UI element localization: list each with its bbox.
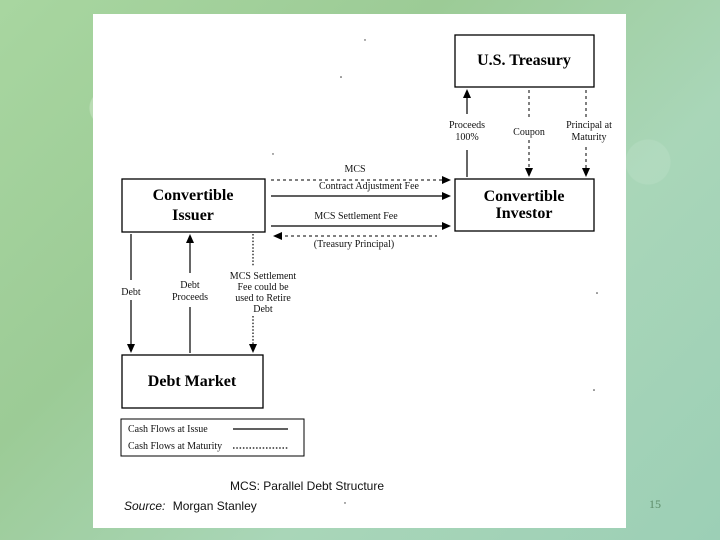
settlement-fee-retire-label-line2: Fee could be [237,282,289,293]
proceeds-label-line2: 100% [455,132,478,143]
mcs-settlement-fee-label: MCS Settlement Fee [314,211,398,222]
debt-market-label: Debt Market [148,373,237,390]
debt-arrow [127,234,135,353]
mcs-arrow [271,176,451,184]
convertible-issuer-label-line1: Convertible [153,187,234,204]
proceeds-arrow [463,89,471,177]
contract-adjustment-fee-arrow [271,192,451,200]
convertible-investor-label-line2: Investor [496,205,553,222]
coupon-label: Coupon [513,127,545,138]
settlement-fee-retire-label-line4: Debt [253,304,273,315]
debt-proceeds-arrow [186,234,194,353]
principal-at-maturity-arrow [582,90,590,177]
mcs-label: MCS [344,164,365,175]
debt-proceeds-label-line2: Proceeds [172,292,208,303]
convertible-issuer-label-line2: Issuer [172,207,214,224]
debt-label: Debt [121,287,141,298]
legend-issue-label: Cash Flows at Issue [128,424,208,435]
settlement-fee-retire-label-line1: MCS Settlement [230,271,297,282]
settlement-fee-retire-arrow [249,234,257,353]
convertible-investor-label-line1: Convertible [484,188,565,205]
convertible-issuer-box [121,178,266,233]
mcs-settlement-fee-arrow [271,222,451,230]
legend-maturity-label: Cash Flows at Maturity [128,441,222,452]
convertible-investor-box [454,178,595,232]
debt-structure-diagram: U.S. Treasury Convertible Issuer Convert… [120,34,612,513]
treasury-principal-label: (Treasury Principal) [314,239,394,250]
us-treasury-box [454,34,595,88]
caption-source: Source: Morgan Stanley [124,499,257,513]
source-value: Morgan Stanley [173,499,257,513]
page-number: 15 [649,497,661,511]
settlement-fee-retire-label-line3: used to Retire [235,293,291,304]
debt-market-box [121,354,264,409]
principal-at-maturity-label-line2: Maturity [572,132,607,143]
proceeds-label-line1: Proceeds [449,120,485,131]
principal-at-maturity-label-line1: Principal at [566,120,612,131]
slide-page: U.S. Treasury Convertible Issuer Convert… [93,14,626,528]
contract-adjustment-fee-label: Contract Adjustment Fee [319,181,420,192]
legend-box [120,418,305,457]
coupon-arrow [525,90,533,177]
caption-title: MCS: Parallel Debt Structure [230,479,384,493]
debt-proceeds-label-line1: Debt [180,280,200,291]
source-label: Source: [124,499,165,513]
scan-specks [272,39,598,504]
us-treasury-label: U.S. Treasury [477,52,571,69]
legend: Cash Flows at Issue Cash Flows at Maturi… [120,418,305,457]
treasury-principal-arrow [273,232,437,240]
